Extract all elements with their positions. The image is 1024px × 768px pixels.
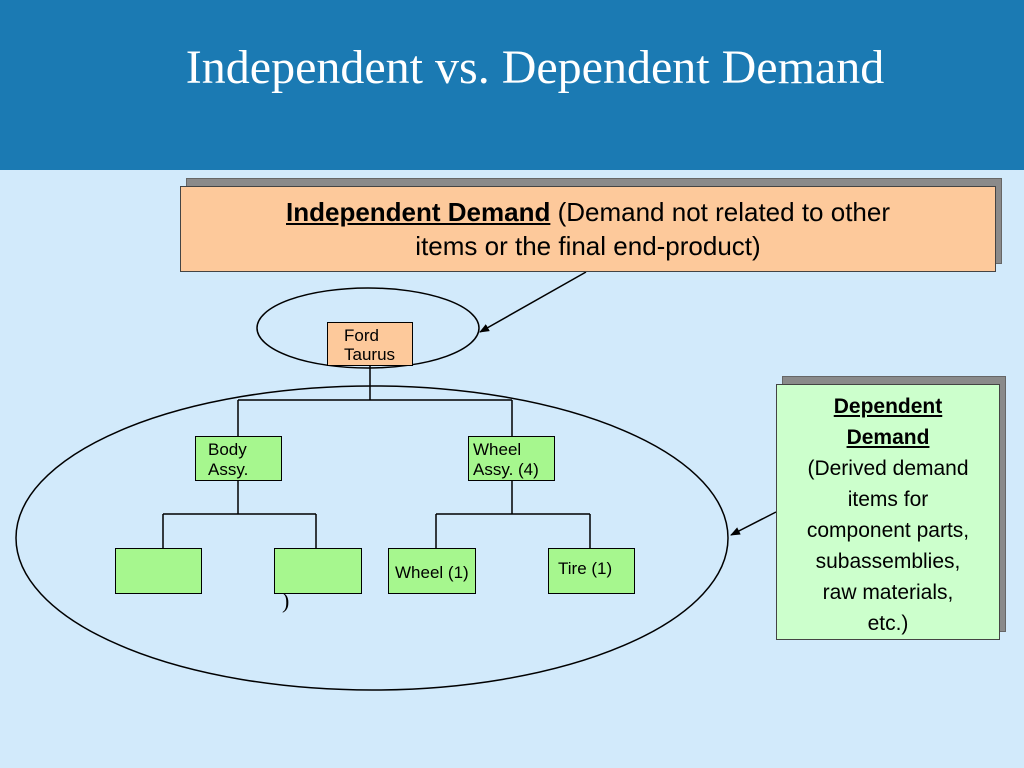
dependent-term-line2: Demand <box>846 426 930 449</box>
dependent-demand-callout: Dependent Demand (Derived demand items f… <box>776 384 1000 640</box>
independent-ellipse <box>256 287 480 369</box>
dependent-arrow <box>730 511 777 536</box>
node-label-line: Wheel <box>473 440 522 459</box>
dependent-desc-line: etc.) <box>867 612 909 635</box>
stray-parenthesis: ) <box>282 588 290 613</box>
node-label-line: Taurus <box>344 345 396 364</box>
node-label-line: Ford <box>344 326 379 345</box>
wheel-assy-node: Wheel Assy. (4) <box>468 436 555 481</box>
tire-node: Tire (1) <box>548 548 635 594</box>
independent-demand-callout: Independent Demand (Demand not related t… <box>180 186 996 272</box>
independent-callout-desc: (Demand not related to other <box>550 197 890 227</box>
node-label-line: Wheel (1) <box>395 563 469 582</box>
empty-component-node <box>115 548 202 594</box>
dependent-term-line1: Dependent <box>833 395 943 418</box>
dependent-desc-line: items for <box>847 488 929 511</box>
node-label-line: Assy. (4) <box>473 460 539 479</box>
dependent-desc-line: subassemblies, <box>815 550 961 573</box>
empty-component-node <box>274 548 362 594</box>
dependent-ellipse <box>15 385 729 691</box>
independent-callout-line1: Independent Demand (Demand not related t… <box>181 195 995 229</box>
dependent-desc-line: component parts, <box>806 519 970 542</box>
tree-lines <box>162 366 591 548</box>
independent-arrow <box>479 271 587 333</box>
node-label-line: Assy. <box>208 460 249 479</box>
node-label-line: Body <box>208 440 247 459</box>
node-label-line: Tire (1) <box>558 559 613 578</box>
body-assy-node: Body Assy. <box>195 436 282 481</box>
dependent-desc-line: (Derived demand <box>807 457 969 480</box>
title-banner <box>0 0 1024 170</box>
independent-demand-term: Independent Demand <box>286 197 551 227</box>
independent-callout-line2: items or the final end-product) <box>415 231 761 261</box>
wheel-node: Wheel (1) <box>388 548 476 594</box>
ford-taurus-node: Ford Taurus <box>327 322 413 366</box>
dependent-desc-line: raw materials, <box>822 581 954 604</box>
slide-title: Independent vs. Dependent Demand <box>185 41 885 94</box>
